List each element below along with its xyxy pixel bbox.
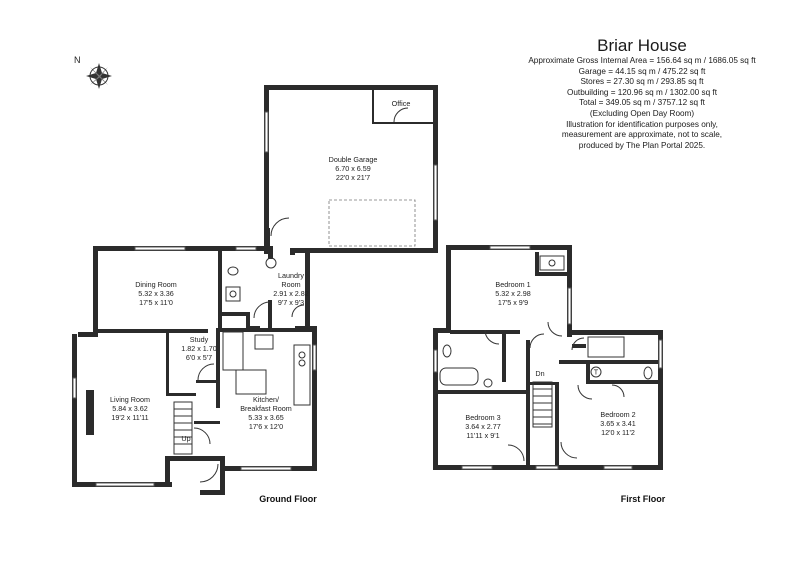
first-floor-title: First Floor (621, 494, 666, 504)
svg-text:19'2 x 11'11: 19'2 x 11'11 (111, 413, 148, 422)
svg-text:1.82 x 1.70: 1.82 x 1.70 (181, 344, 217, 353)
room-dining-label: Dining Room 5.32 x 3.36 17'5 x 11'0 (135, 280, 177, 307)
property-info-panel: Briar House Approximate Gross Internal A… (522, 36, 762, 151)
svg-text:5.84 x 3.62: 5.84 x 3.62 (112, 404, 148, 413)
room-living-label: Living Room 5.84 x 3.62 19'2 x 11'11 (110, 395, 150, 422)
garage-walls (264, 85, 438, 254)
svg-text:17'6 x 12'0: 17'6 x 12'0 (249, 422, 283, 431)
svg-text:5.32 x 2.98: 5.32 x 2.98 (495, 289, 531, 298)
svg-text:3.65 x 3.41: 3.65 x 3.41 (600, 419, 636, 428)
area-line: Total = 349.05 sq m / 3757.12 sq ft (579, 98, 705, 108)
ground-stairs (173, 401, 193, 455)
svg-text:2.91 x 2.82: 2.91 x 2.82 (273, 289, 309, 298)
svg-text:6.70 x 6.59: 6.70 x 6.59 (335, 164, 371, 173)
area-line: Approximate Gross Internal Area = 156.64… (528, 56, 756, 65)
svg-text:5.33 x 3.65: 5.33 x 3.65 (248, 413, 284, 422)
compass-rose-icon: N (74, 55, 112, 89)
first-stair-down-label: Dn (535, 369, 544, 378)
svg-text:9'7 x 9'3: 9'7 x 9'3 (278, 298, 304, 307)
first-floor-walls: T (433, 245, 663, 470)
svg-text:Breakfast Room: Breakfast Room (240, 404, 292, 413)
room-office-label: Office (392, 99, 411, 108)
svg-text:6'0 x 5'7: 6'0 x 5'7 (186, 353, 212, 362)
svg-text:Bedroom 1: Bedroom 1 (495, 280, 530, 289)
svg-text:22'0 x 21'7: 22'0 x 21'7 (336, 173, 370, 182)
room-bed3-label: Bedroom 3 3.64 x 2.77 11'11 x 9'1 (465, 413, 501, 440)
room-garage-label: Double Garage 6.70 x 6.59 22'0 x 21'7 (329, 155, 378, 182)
first-cupboard-label: T (594, 368, 599, 377)
room-bed2-label: Bedroom 2 3.65 x 3.41 12'0 x 11'2 (600, 410, 636, 437)
svg-text:5.32 x 3.36: 5.32 x 3.36 (138, 289, 174, 298)
svg-text:Bedroom 3: Bedroom 3 (465, 413, 500, 422)
svg-text:Room: Room (281, 280, 300, 289)
svg-text:Living Room: Living Room (110, 395, 150, 404)
room-laundry-label: Laundry Room 2.91 x 2.82 9'7 x 9'3 (273, 271, 309, 307)
disclaimer-line: measurement are approximate, not to scal… (561, 130, 723, 140)
svg-text:Laundry: Laundry (278, 271, 304, 280)
svg-text:Double Garage: Double Garage (329, 155, 378, 164)
svg-text:Study: Study (190, 335, 209, 344)
first-stairs (532, 381, 553, 428)
ground-floor-walls (72, 246, 317, 495)
disclaimer-line: produced by The Plan Portal 2025. (578, 140, 706, 150)
area-line: Stores = 27.30 sq m / 293.85 sq ft (580, 77, 704, 87)
room-kitchen-label: Kitchen/ Breakfast Room 5.33 x 3.65 17'6… (240, 395, 292, 431)
compass-north-label: N (74, 55, 81, 65)
ground-floor-plan: Office Double Garage 6.70 x 6.59 22'0 x … (72, 85, 438, 504)
area-line: Outbuilding = 120.96 sq m / 1302.00 sq f… (567, 87, 717, 97)
svg-text:3.64 x 2.77: 3.64 x 2.77 (465, 422, 501, 431)
first-floor-plan: T Bedroom 1 (433, 245, 666, 504)
disclaimer-line: Illustration for identification purposes… (566, 119, 718, 129)
svg-text:Office: Office (392, 99, 411, 108)
svg-text:Kitchen/: Kitchen/ (253, 395, 279, 404)
area-line: (Excluding Open Day Room) (589, 108, 695, 118)
svg-text:Dining Room: Dining Room (135, 280, 177, 289)
svg-text:12'0 x 11'2: 12'0 x 11'2 (601, 428, 635, 437)
ground-stair-up-label: Up (181, 434, 190, 443)
room-study-label: Study 1.82 x 1.70 6'0 x 5'7 (181, 335, 217, 362)
svg-text:11'11 x 9'1: 11'11 x 9'1 (466, 431, 499, 440)
svg-text:Bedroom 2: Bedroom 2 (600, 410, 635, 419)
svg-text:17'5 x 9'9: 17'5 x 9'9 (498, 298, 528, 307)
room-bed1-label: Bedroom 1 5.32 x 2.98 17'5 x 9'9 (495, 280, 531, 307)
ground-floor-title: Ground Floor (259, 494, 317, 504)
property-title: Briar House (597, 36, 687, 55)
area-line: Garage = 44.15 sq m / 475.22 sq ft (578, 66, 706, 76)
svg-text:17'5 x 11'0: 17'5 x 11'0 (139, 298, 173, 307)
